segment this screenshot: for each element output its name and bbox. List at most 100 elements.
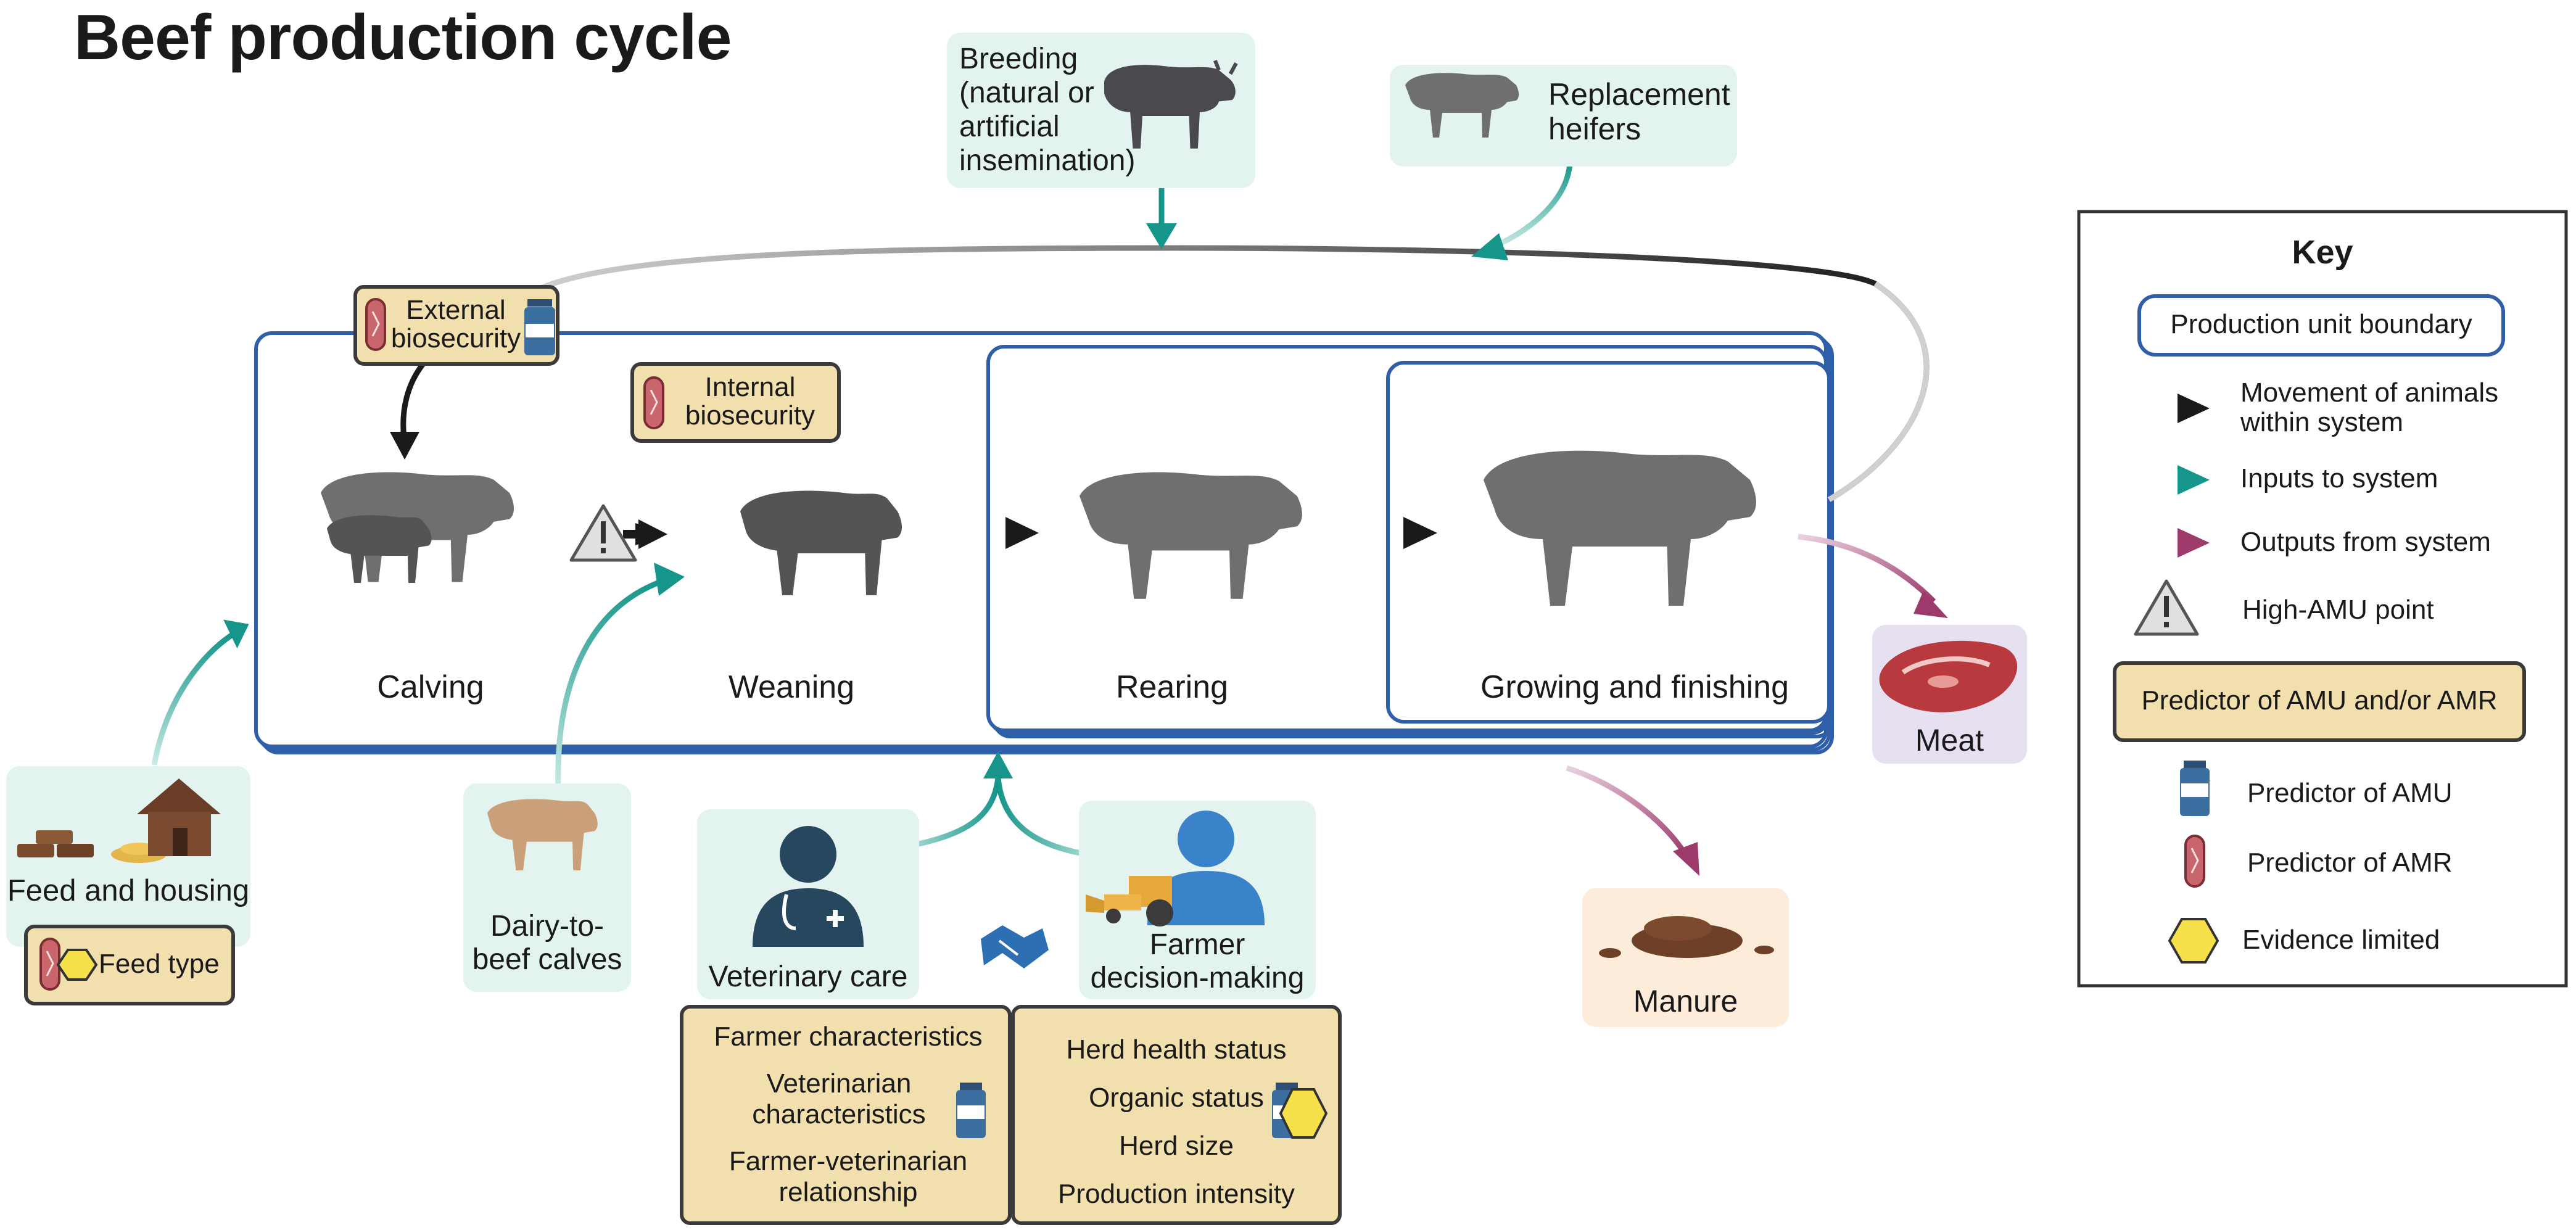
dairy-line-2: beef calves <box>472 943 622 976</box>
stage-growing: Growing and finishing <box>1480 669 1790 705</box>
vet-predictors-box <box>680 1005 1012 1225</box>
feed-arrow <box>223 619 249 649</box>
stage-weaning: Weaning <box>728 669 855 705</box>
key-movement-line-1: Movement of animals <box>2240 378 2499 408</box>
bottle-icon <box>524 299 555 355</box>
bottle-icon <box>956 1083 986 1138</box>
external-line-2: biosecurity <box>390 323 521 354</box>
external-line-1: External <box>406 295 506 325</box>
tractor-icon <box>1086 876 1173 927</box>
wood-icon <box>17 830 94 857</box>
feed-housing-label: Feed and housing <box>7 874 250 907</box>
calf-icon <box>740 490 902 595</box>
heifers-line-1: Replacement <box>1548 77 1730 112</box>
handshake-icon <box>981 925 1049 968</box>
farmer-label: Farmer decision-making <box>1079 928 1316 995</box>
page-title: Beef production cycle <box>74 2 732 73</box>
manure-arrow <box>1673 842 1699 876</box>
question-icon <box>1279 1088 1328 1139</box>
bacterium-icon <box>2184 835 2205 888</box>
farmer-pred-2: Organic status <box>1089 1083 1264 1113</box>
bull-icon <box>1104 59 1238 149</box>
key-high-amu-label: High-AMU point <box>2242 595 2434 625</box>
key-movement-label: Movement of animals within system <box>2240 378 2498 438</box>
vet-pred-5: relationship <box>778 1177 918 1207</box>
key-input-arrow <box>2178 465 2210 495</box>
question-icon <box>2168 918 2219 964</box>
farmer-pred-4: Production intensity <box>1058 1179 1295 1209</box>
vet-predictors-list-2: Veterinarian characteristics <box>728 1068 950 1130</box>
meat-arrow <box>1913 591 1948 618</box>
farmer-icon <box>1147 811 1265 925</box>
key-boundary-sample <box>2137 294 2505 357</box>
vet-farmer-arrow <box>983 751 1013 778</box>
vet-pred-2: Veterinarian <box>766 1068 912 1099</box>
dairy-calves-arrow <box>654 563 685 596</box>
feed-type-box <box>24 925 235 1005</box>
farmer-line-2: decision-making <box>1090 962 1305 994</box>
external-biosecurity-box <box>353 285 559 366</box>
breeding-line-2: (natural or <box>959 76 1094 109</box>
vet-care-label: Veterinary care <box>708 960 908 993</box>
key-title: Key <box>2292 234 2353 271</box>
arrow-calving-weaning <box>638 519 667 549</box>
dairy-calf-icon <box>487 799 598 870</box>
key-inputs-label: Inputs to system <box>2240 463 2438 493</box>
vet-pred-1: Farmer characteristics <box>714 1022 983 1052</box>
vet-pred-4: Farmer-veterinarian <box>729 1146 968 1176</box>
meat-label: Meat <box>1915 723 1984 757</box>
vet-pred-3: characteristics <box>752 1099 926 1129</box>
farmer-pred-1: Herd health status <box>1066 1034 1287 1065</box>
breeding-line-4: insemination) <box>959 144 1136 177</box>
key-predictor-sample <box>2113 661 2526 742</box>
warning-icon <box>2134 579 2199 636</box>
key-boundary-label: Production unit boundary <box>2170 309 2472 339</box>
bacterium-icon <box>643 376 664 429</box>
steak-icon <box>1879 640 2018 712</box>
farmer-predictors-list: Herd health status Organic status Herd s… <box>1019 1026 1334 1218</box>
bacterium-icon <box>39 938 60 991</box>
key-movement-line-2: within system <box>2240 407 2404 438</box>
farmer-predictors-box <box>1011 1005 1342 1225</box>
breeding-line-1: Breeding <box>959 43 1078 75</box>
heifers-line-2: heifers <box>1548 112 1641 146</box>
internal-line-1: Internal <box>704 372 796 402</box>
arrow-rearing-growing <box>1403 517 1437 549</box>
warning-icon <box>569 504 637 562</box>
manure-icon <box>1599 916 1774 958</box>
bottle-icon <box>2180 761 2210 816</box>
heifers-label: Replacement heifers <box>1548 77 1730 146</box>
stage-rearing: Rearing <box>1115 669 1229 705</box>
key-movement-arrow <box>2178 394 2210 423</box>
vet-predictors-list-3: Farmer-veterinarian relationship <box>688 1146 1009 1208</box>
farmer-pred-3: Herd size <box>1119 1131 1234 1161</box>
key-amu-label: Predictor of AMU <box>2247 778 2453 808</box>
breeding-label: Breeding (natural or artificial insemina… <box>959 42 1135 178</box>
doctor-icon <box>753 826 864 947</box>
breeding-line-3: artificial <box>959 110 1060 143</box>
dairy-line-1: Dairy-to- <box>490 910 604 943</box>
house-icon <box>137 778 221 856</box>
breeding-arrow <box>1146 223 1177 249</box>
arrow-into-calving <box>390 432 419 460</box>
key-output-arrow <box>2178 528 2210 558</box>
dairy-calves-label: Dairy-to- beef calves <box>463 910 631 976</box>
feed-type-label: Feed type <box>99 949 220 979</box>
external-biosecurity-label: External biosecurity <box>387 295 524 354</box>
internal-biosecurity-label: Internal biosecurity <box>667 373 833 430</box>
internal-line-2: biosecurity <box>685 400 815 431</box>
arrow-weaning-rearing <box>1005 517 1039 549</box>
manure-label: Manure <box>1633 984 1738 1018</box>
key-outputs-label: Outputs from system <box>2240 527 2491 557</box>
farmer-line-1: Farmer <box>1149 928 1245 961</box>
heifers-arrow <box>1471 233 1508 260</box>
vet-predictors-list: Farmer characteristics <box>688 1022 1009 1052</box>
internal-biosecurity-box <box>630 362 841 443</box>
key-evidence-label: Evidence limited <box>2242 925 2440 955</box>
calf-icon <box>327 515 432 583</box>
question-icon <box>56 949 98 981</box>
key-predictor-label: Predictor of AMU and/or AMR <box>2141 685 2498 716</box>
stage-calving: Calving <box>377 669 484 705</box>
key-amr-label: Predictor of AMR <box>2247 848 2453 878</box>
